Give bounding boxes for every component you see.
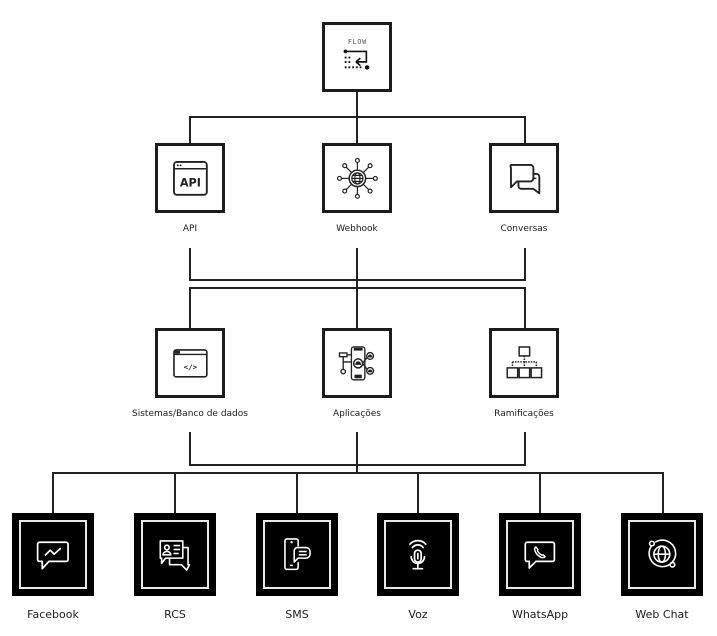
flow-icon: FLOW (343, 38, 369, 70)
ramificacoes-node[interactable] (489, 328, 559, 398)
whatsapp-phone-bubble-icon (524, 541, 556, 570)
messenger-icon (36, 541, 70, 570)
connector-aplicacoes-up (356, 432, 358, 474)
connector-channel-drop (174, 472, 176, 514)
connector-sistemas-drop (189, 287, 191, 329)
sistemas-node[interactable]: </> (155, 328, 225, 398)
channel-webchat-label: Web Chat (635, 608, 689, 621)
connector-channel-drop (296, 472, 298, 514)
channel-facebook-label: Facebook (27, 608, 79, 621)
api-window-icon: API (172, 160, 208, 196)
channel-rcs-label: RCS (164, 608, 186, 621)
svg-text:</>: </> (183, 362, 197, 371)
channel-facebook[interactable] (12, 513, 94, 596)
webhook-label: Webhook (336, 224, 378, 234)
connector-level1-bottom-bus (189, 279, 526, 281)
connector-level2-top-bus (189, 287, 526, 289)
connector-sistemas-up (189, 432, 191, 466)
channel-voz-label: Voz (408, 608, 428, 621)
api-label: API (182, 224, 198, 234)
channel-rcs[interactable] (134, 513, 216, 596)
conversas-node[interactable] (489, 143, 559, 213)
aplicacoes-label: Aplicações (332, 409, 381, 419)
aplicacoes-node[interactable] (322, 328, 392, 398)
webhook-node[interactable] (322, 143, 392, 213)
api-node[interactable]: API (155, 143, 225, 213)
branch-tree-icon (506, 345, 542, 378)
channel-whatsapp[interactable] (499, 513, 581, 596)
connector-channels-bus (52, 472, 664, 474)
sistemas-label: Sistemas/Banco de dados (132, 409, 248, 419)
connector-conversas-drop (524, 116, 526, 144)
connector-conversas-up (524, 248, 526, 281)
rcs-contact-chat-icon (159, 540, 191, 572)
channel-sms[interactable] (256, 513, 338, 596)
web-globe-orbit-icon (648, 539, 677, 569)
code-window-icon: </> (172, 348, 208, 378)
sms-phone-icon (284, 538, 312, 571)
connector-channel-drop (662, 472, 664, 514)
channel-voz[interactable] (377, 513, 459, 596)
microphone-icon (409, 540, 427, 570)
connector-root-down (356, 91, 358, 118)
connector-level2-bottom-bus (189, 464, 526, 466)
conversas-label: Conversas (500, 224, 548, 234)
connector-api-up (189, 248, 191, 281)
connector-webhook-drop (356, 116, 358, 144)
channel-sms-label: SMS (285, 608, 309, 621)
mobile-app-icon (338, 345, 374, 381)
ramificacoes-label: Ramificações (494, 409, 554, 419)
webhook-globe-icon (336, 157, 378, 199)
flow-node[interactable]: FLOW (322, 22, 392, 92)
connector-channel-drop (52, 472, 54, 514)
svg-text:API: API (179, 176, 200, 189)
connector-ramificacoes-up (524, 432, 526, 466)
chat-bubbles-icon (509, 163, 540, 194)
channel-whatsapp-label: WhatsApp (511, 608, 569, 621)
connector-channel-drop (539, 472, 541, 514)
connector-ramificacoes-drop (524, 287, 526, 329)
connector-api-drop (189, 116, 191, 144)
connector-channel-drop (417, 472, 419, 514)
channel-webchat[interactable] (621, 513, 703, 596)
flow-label: FLOW (347, 38, 366, 46)
